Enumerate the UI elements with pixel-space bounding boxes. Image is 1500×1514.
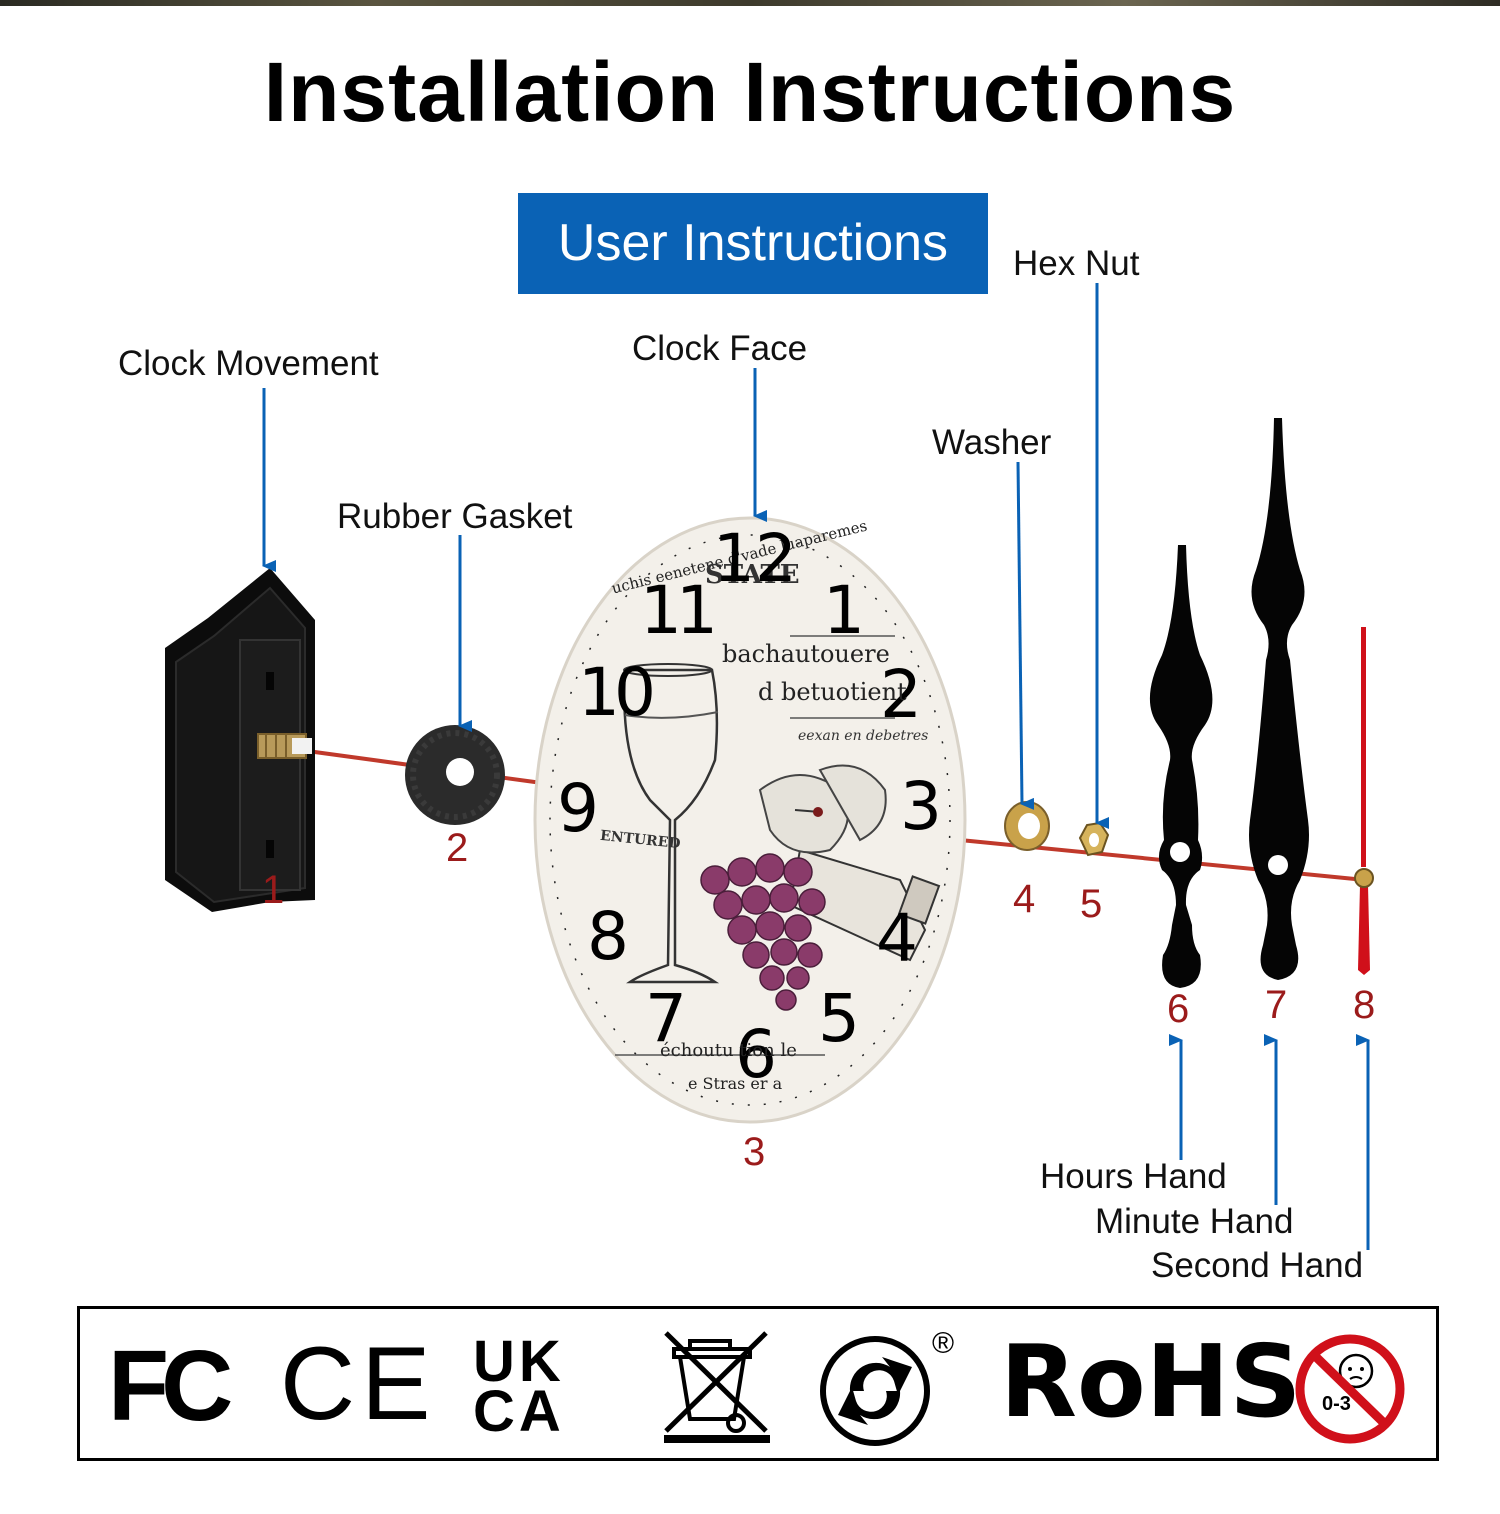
clock-numeral-2: 2	[880, 656, 922, 733]
age-warning-text: 0-3	[1322, 1393, 1351, 1415]
label-clock-face: Clock Face	[632, 329, 808, 368]
user-instructions-banner: User Instructions	[518, 193, 988, 294]
clock-bottom2-text: e Stras er a	[688, 1074, 783, 1093]
weee-bin-icon	[660, 1327, 775, 1445]
label-rubber-gasket: Rubber Gasket	[337, 497, 573, 536]
part-number-1: 1	[262, 868, 285, 912]
clock-bottom1-text: échoutu tion le	[660, 1040, 797, 1061]
clock-line3-text: eexan en debetres	[798, 728, 929, 744]
ukca-top-text: UK	[473, 1329, 565, 1394]
green-dot-icon	[820, 1329, 938, 1447]
second-hand-part	[1354, 627, 1374, 975]
clock-numeral-8: 8	[587, 898, 629, 975]
clock-line1-text: bachautouere	[722, 640, 890, 668]
label-hex-nut: Hex Nut	[1013, 244, 1140, 283]
label-clock-movement: Clock Movement	[118, 344, 379, 383]
rubber-gasket-part	[405, 725, 505, 825]
clock-face-text-layer: uchis eenetene d'vade luaparemes STATE 1…	[557, 516, 942, 1093]
clock-numeral-1: 1	[823, 572, 865, 649]
clock-bottle-text: ENTURED	[599, 827, 682, 853]
part-number-6: 6	[1167, 987, 1190, 1031]
clock-line2-text: d betuotient	[758, 678, 907, 706]
label-washer: Washer	[932, 423, 1052, 462]
label-hours-hand: Hours Hand	[1040, 1157, 1227, 1196]
part-number-5: 5	[1080, 882, 1103, 926]
ce-logo: CE	[280, 1326, 437, 1442]
registered-mark: ®	[932, 1327, 955, 1360]
ukca-bottom-text: CA	[473, 1379, 565, 1444]
top-photo-strip	[0, 0, 1500, 6]
ukca-logo: UK CA	[473, 1333, 623, 1444]
clock-numeral-12: 12	[713, 520, 797, 597]
clock-numeral-5: 5	[818, 980, 860, 1057]
hex-nut-part	[1078, 821, 1110, 857]
page-title: Installation Instructions	[263, 45, 1237, 139]
part-number-4: 4	[1013, 877, 1036, 921]
clock-numeral-9: 9	[557, 770, 599, 847]
fcc-logo: FC	[108, 1330, 233, 1442]
clock-numeral-10: 10	[578, 654, 656, 731]
part-number-8: 8	[1353, 983, 1376, 1027]
clock-numeral-7: 7	[645, 980, 687, 1057]
arrow-washer	[1016, 461, 1035, 810]
clock-movement-part	[165, 568, 315, 912]
clock-numeral-4: 4	[876, 900, 918, 977]
hours-hand-part	[1149, 545, 1213, 988]
minute-hand-part	[1249, 418, 1309, 980]
certification-bar: FC CE UK CA ® RoHS 0-3	[77, 1306, 1439, 1461]
clock-face-part	[533, 516, 967, 1124]
part-number-2: 2	[446, 826, 469, 870]
label-second-hand: Second Hand	[1151, 1246, 1364, 1285]
clock-numeral-11: 11	[640, 572, 718, 649]
pointer-arrows	[262, 283, 1370, 1250]
label-minute-hand: Minute Hand	[1095, 1202, 1294, 1241]
clock-numeral-6: 6	[735, 1016, 777, 1093]
clock-numeral-3: 3	[900, 768, 942, 845]
clock-stamp-text: STATE	[705, 560, 800, 590]
rohs-logo: RoHS	[1000, 1323, 1302, 1440]
part-number-3: 3	[743, 1130, 766, 1174]
part-number-7: 7	[1265, 983, 1288, 1027]
exploded-diagram	[165, 283, 1374, 1250]
age-warning-icon: 0-3	[1292, 1331, 1408, 1447]
